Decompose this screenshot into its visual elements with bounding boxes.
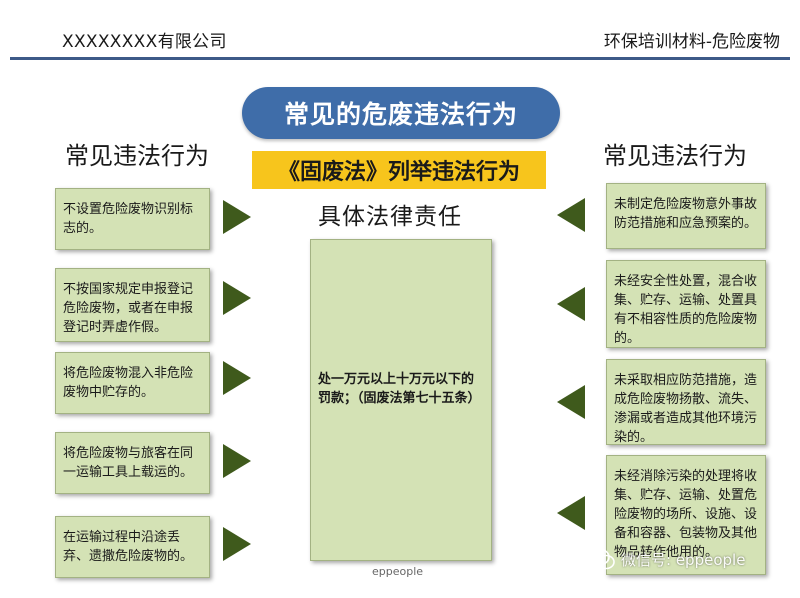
- left-heading: 常见违法行为: [65, 142, 209, 170]
- company-name: XXXXXXXX有限公司: [62, 32, 227, 52]
- center-label: 具体法律责任: [318, 204, 462, 230]
- slide-title: 常见的危废违法行为: [242, 87, 560, 139]
- wechat-icon: [588, 548, 615, 570]
- arrow-left-icon: [557, 287, 585, 321]
- right-item-3: 未采取相应防范措施，造成危险废物扬散、流失、渗漏或者造成其他环境污染的。: [606, 359, 766, 445]
- watermark-text: 微信号: eppeople: [621, 550, 746, 569]
- material-title: 环保培训材料-危险废物: [603, 32, 780, 52]
- arrow-right-icon: [223, 527, 251, 561]
- left-item-1: 不设置危险废物识别标志的。: [55, 188, 210, 250]
- arrow-right-icon: [223, 361, 251, 395]
- arrow-left-icon: [557, 385, 585, 419]
- header-divider: [10, 57, 790, 60]
- liability-box: [310, 239, 492, 561]
- wechat-watermark: 微信号: eppeople: [588, 548, 745, 570]
- left-item-2: 不按国家规定申报登记危险废物，或者在申报登记时弄虚作假。: [55, 268, 210, 342]
- right-item-2: 未经安全性处置，混合收集、贮存、运输、处置具有不相容性质的危险废物的。: [606, 260, 766, 348]
- subtitle-banner: 《固废法》列举违法行为: [252, 151, 546, 189]
- arrow-right-icon: [223, 281, 251, 315]
- footer-text: eppeople: [372, 565, 424, 578]
- right-item-4: 未经消除污染的处理将收集、贮存、运输、处置危险废物的场所、设施、设备和容器、包装…: [606, 455, 766, 575]
- left-item-4: 将危险废物与旅客在同一运输工具上载运的。: [55, 432, 210, 494]
- arrow-right-icon: [223, 444, 251, 478]
- right-heading: 常见违法行为: [603, 142, 747, 170]
- right-item-1: 未制定危险废物意外事故防范措施和应急预案的。: [606, 183, 766, 249]
- left-item-3: 将危险废物混入非危险废物中贮存的。: [55, 352, 210, 414]
- arrow-left-icon: [557, 198, 585, 232]
- left-item-5: 在运输过程中沿途丢弃、遗撒危险废物的。: [55, 516, 210, 578]
- arrow-right-icon: [223, 200, 251, 234]
- liability-text: 处一万元以上十万元以下的罚款；（固废法第七十五条）: [318, 372, 481, 406]
- arrow-left-icon: [557, 496, 585, 530]
